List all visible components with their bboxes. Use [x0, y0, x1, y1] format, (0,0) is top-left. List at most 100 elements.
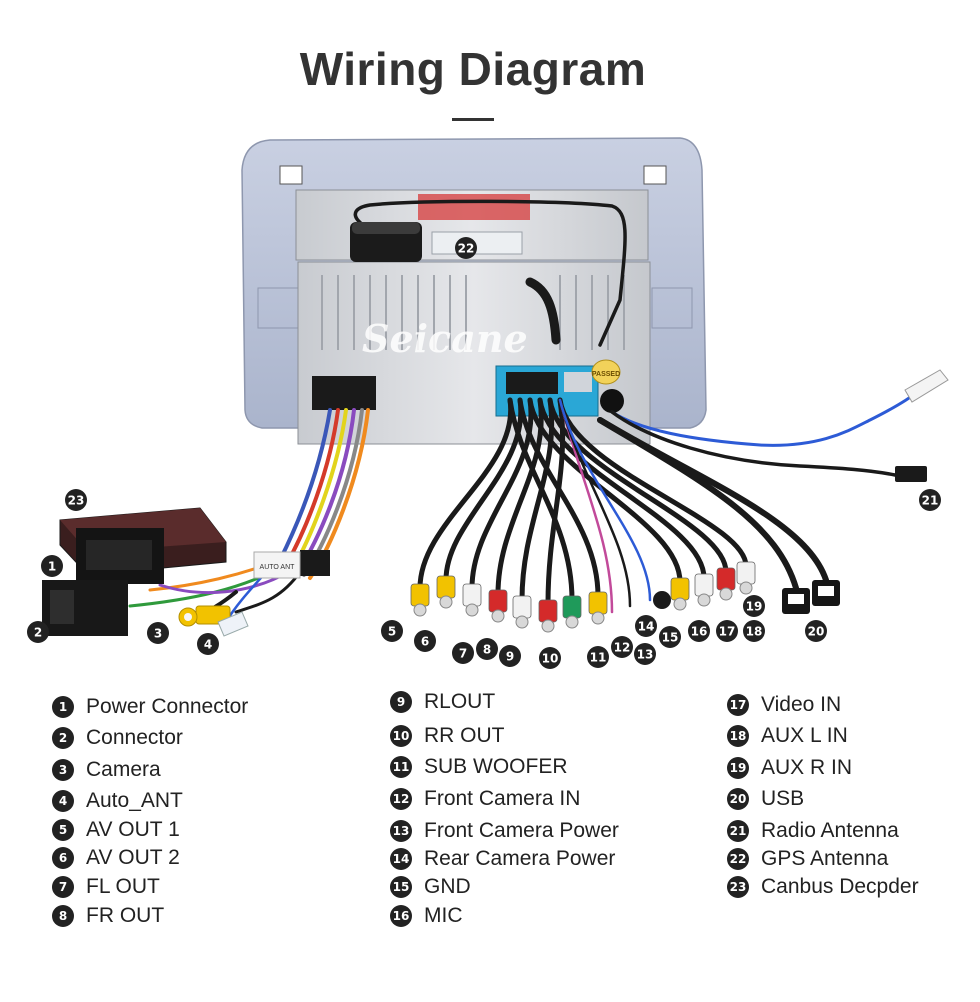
frame-clip-right	[643, 165, 667, 185]
callout-number: 19	[746, 600, 763, 614]
callout-circle	[743, 595, 765, 617]
av-cable	[557, 397, 749, 569]
av-cable	[417, 397, 514, 591]
rca-plug-tip	[697, 593, 711, 607]
rca-plug-tip	[739, 581, 753, 595]
harness-clip	[300, 550, 330, 576]
power-socket	[312, 376, 376, 410]
callout-number: 5	[388, 625, 396, 639]
legend-label: Radio Antenna	[761, 819, 899, 842]
legend-label: AUX L IN	[761, 724, 848, 747]
callout-17: 17	[716, 620, 738, 642]
callout-circle	[587, 646, 609, 668]
passed-sticker	[591, 359, 621, 385]
callout-circle	[41, 555, 63, 577]
legend-badge: 8	[52, 905, 74, 927]
rca-plug-tip	[719, 587, 733, 601]
callout-circle	[805, 620, 827, 642]
callout-number: 23	[68, 494, 85, 508]
legend-badge: 14	[390, 848, 412, 870]
rca-plug-tip	[565, 615, 579, 629]
page-title: Wiring Diagram	[299, 43, 647, 95]
rca-plug-tip	[515, 615, 529, 629]
rca-plug	[694, 573, 714, 597]
legend-label: Power Connector	[86, 695, 249, 718]
callout-circle	[634, 643, 656, 665]
rca-plug	[562, 595, 582, 619]
radio-antenna-cable	[610, 369, 949, 482]
connector	[42, 580, 128, 636]
legend-badge: 16	[390, 905, 412, 927]
callout-circle	[197, 633, 219, 655]
rca-plug-tip	[591, 611, 605, 625]
passed-sticker-text: PASSED	[592, 371, 620, 378]
head-unit: Seicane PASSED	[241, 137, 707, 445]
legend-badge: 5	[52, 819, 74, 841]
callout-16: 16	[688, 620, 710, 642]
blue-antenna-wire	[610, 380, 932, 447]
callout-number: 18	[746, 625, 763, 639]
av-harness	[410, 397, 840, 633]
legend-label: Front Camera IN	[424, 787, 581, 810]
legend-badge: 7	[52, 876, 74, 898]
legend-label: SUB WOOFER	[424, 755, 568, 778]
callout-11: 11	[587, 646, 609, 668]
auto-ant-tag	[253, 551, 301, 579]
callout-circle	[65, 489, 87, 511]
legend-badge: 3	[52, 759, 74, 781]
av-cable	[527, 397, 683, 585]
rca-plug-tip	[413, 603, 427, 617]
legend-label: Rear Camera Power	[424, 847, 616, 870]
usb-cable	[597, 417, 829, 583]
callout-circle	[455, 237, 477, 259]
legend-label: FR OUT	[86, 904, 165, 927]
gps-cable	[353, 199, 627, 347]
callout-circle	[27, 621, 49, 643]
callout-3: 3	[147, 622, 169, 644]
legend-badge: 19	[727, 757, 749, 779]
callout-12: 12	[611, 636, 633, 658]
legend-badge: 20	[727, 788, 749, 810]
callout-circle	[919, 489, 941, 511]
callout-20: 20	[805, 620, 827, 642]
radio-lead	[525, 277, 561, 345]
power-harness: AUTO ANT	[128, 408, 370, 624]
rca-plug	[588, 591, 608, 615]
usb-plug-port	[818, 586, 834, 596]
legend-label: Camera	[86, 758, 161, 781]
callout-number: 9	[506, 650, 514, 664]
legend-badge: 2	[52, 727, 74, 749]
legend-label: AV OUT 2	[86, 846, 180, 869]
callout-10: 10	[539, 647, 561, 669]
callout-number: 7	[459, 647, 467, 661]
rca-plug-tip	[541, 619, 555, 633]
av-cable	[547, 397, 729, 575]
callout-number: 20	[808, 625, 825, 639]
rca-plug	[716, 567, 736, 591]
callout-circle	[381, 620, 403, 642]
callout-7: 7	[452, 642, 474, 664]
callout-number: 2	[34, 626, 42, 640]
legend-label: RR OUT	[424, 724, 505, 747]
legend-label: GND	[424, 875, 471, 898]
legend-badge: 10	[390, 725, 412, 747]
legend-badge: 11	[390, 756, 412, 778]
callout-4: 4	[197, 633, 219, 655]
callout-13: 13	[634, 643, 656, 665]
callout-1: 1	[41, 555, 63, 577]
rca-plug	[436, 575, 456, 599]
callout-8: 8	[476, 638, 498, 660]
callout-circle	[414, 630, 436, 652]
callout-21: 21	[919, 489, 941, 511]
chassis-label	[418, 194, 530, 220]
